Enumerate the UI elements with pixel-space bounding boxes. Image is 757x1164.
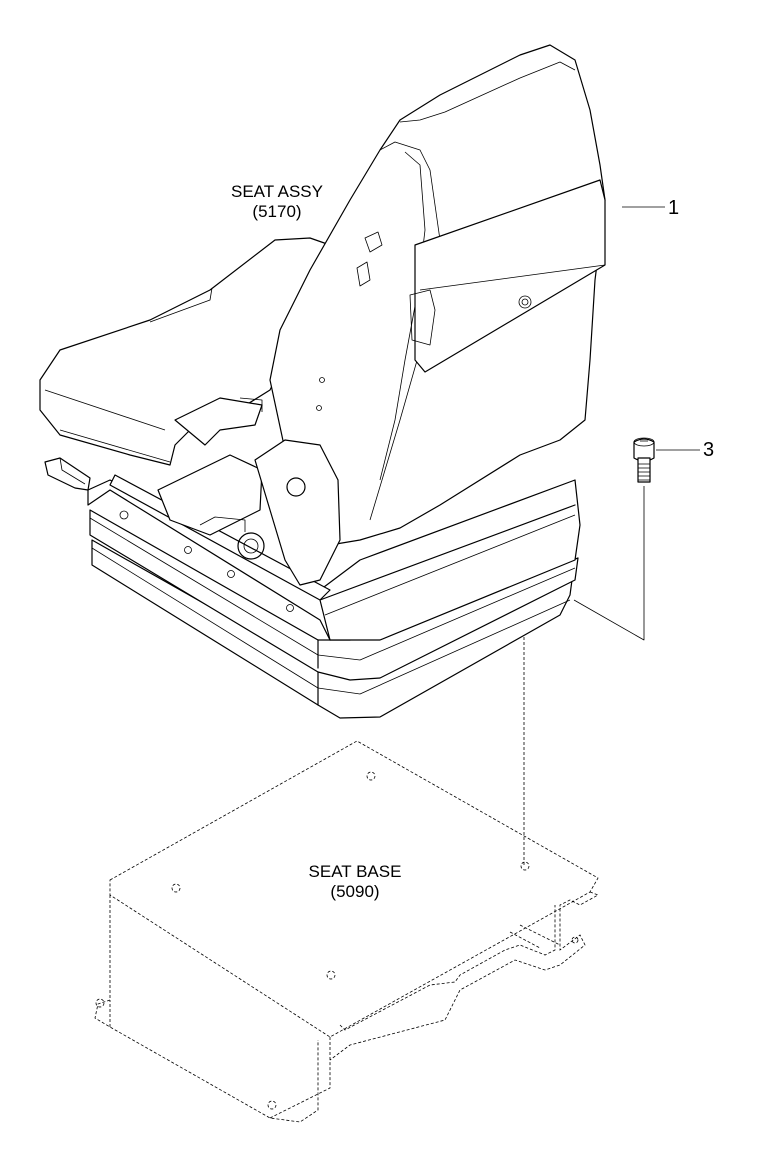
seat-base-name: SEAT BASE [308, 862, 402, 881]
seat-assy-name: SEAT ASSY [231, 182, 323, 201]
seat-base-label: SEAT BASE (5090) [285, 862, 425, 902]
callout-1: 1 [668, 197, 680, 219]
seat-base-code: (5090) [330, 882, 380, 901]
seat-base-drawing [94, 740, 599, 1123]
capscrew-to-seat-leader [573, 486, 645, 641]
callout-3: 3 [703, 439, 715, 461]
seat-assy-label: SEAT ASSY (5170) [212, 182, 342, 222]
capscrew-drawing [633, 437, 655, 483]
seat-assy-code: (5170) [252, 202, 302, 221]
seat-assembly-drawing [39, 44, 606, 719]
